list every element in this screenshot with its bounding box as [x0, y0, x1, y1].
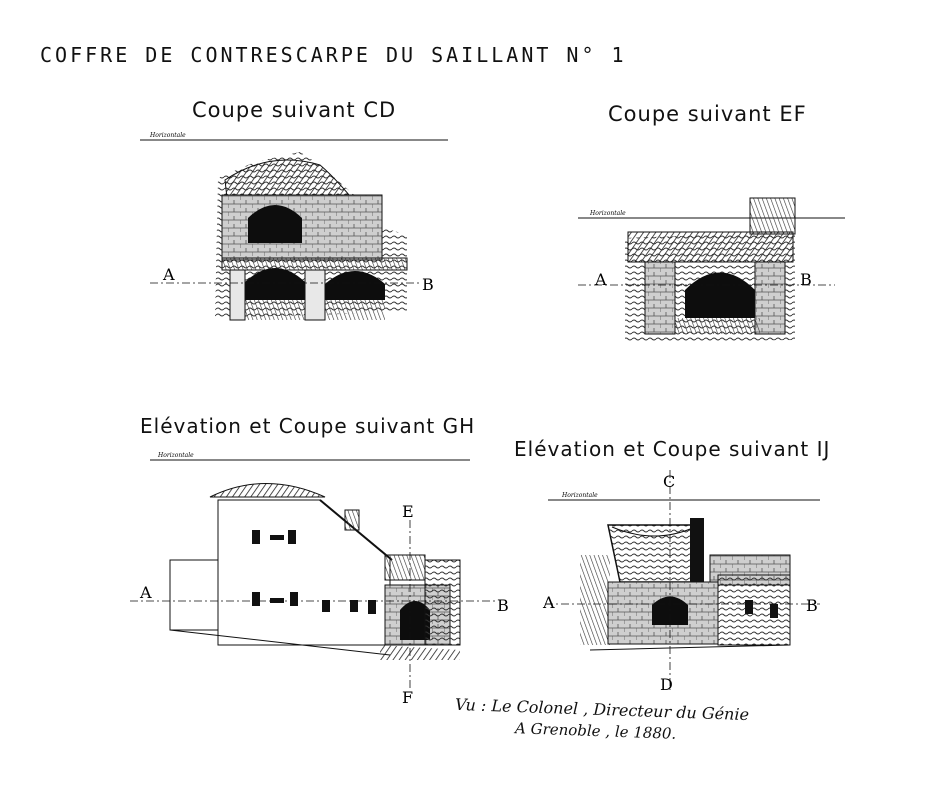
label-gh-a: A — [139, 583, 152, 602]
section-title-gh: Elévation et Coupe suivant GH — [140, 414, 476, 438]
label-gh-e: E — [402, 502, 414, 521]
horizontal-label-ef: Horizontale — [589, 210, 626, 217]
section-title-cd: Coupe suivant CD — [192, 98, 397, 122]
section-cd-drawing — [140, 139, 448, 321]
section-title-ij: Elévation et Coupe suivant IJ — [514, 437, 831, 461]
label-ij-c: C — [663, 472, 675, 491]
horizontal-label-gh: Horizontale — [157, 452, 194, 459]
section-ij-drawing — [545, 470, 820, 690]
label-gh-f: F — [402, 688, 413, 707]
label-ef-a: A — [594, 270, 607, 289]
horizontal-label-cd: Horizontale — [149, 132, 186, 139]
label-ij-a: A — [542, 593, 555, 612]
label-gh-b: B — [497, 596, 509, 615]
horizontal-label-ij: Horizontale — [561, 492, 598, 499]
drawing-title: COFFRE DE CONTRESCARPE DU SAILLANT N° 1 — [40, 43, 627, 67]
label-cd-b: B — [422, 275, 434, 294]
label-ef-b: B — [800, 270, 812, 289]
label-ij-d: D — [660, 675, 673, 694]
label-cd-a: A — [162, 265, 175, 284]
section-title-ef: Coupe suivant EF — [608, 102, 807, 126]
label-ij-b: B — [806, 596, 818, 615]
section-ef-drawing — [578, 197, 845, 342]
section-gh-drawing — [130, 459, 495, 690]
